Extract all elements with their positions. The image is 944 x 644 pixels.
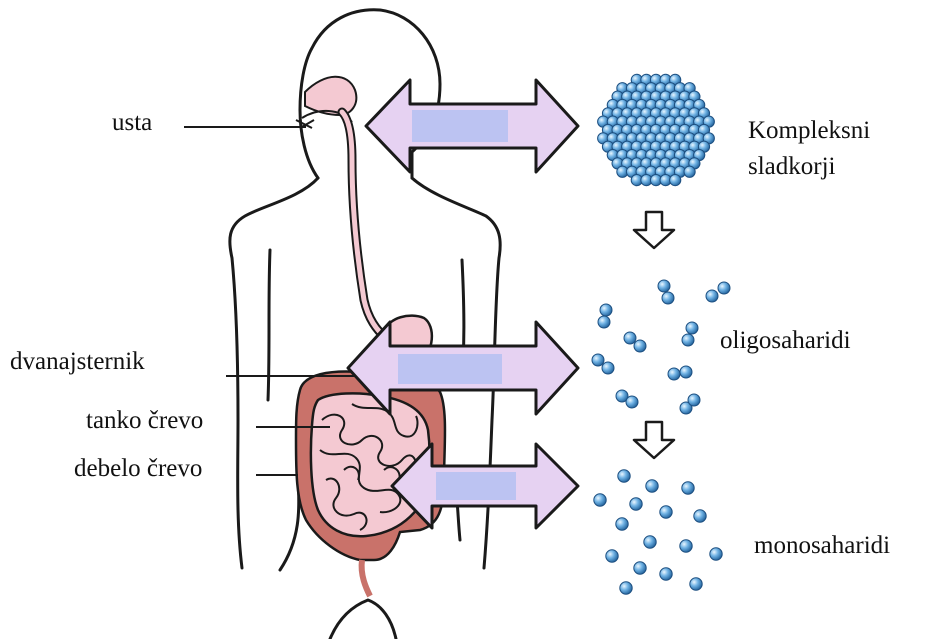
glucose-molecule-icon <box>624 332 636 344</box>
rectum <box>362 560 370 596</box>
glucose-molecule-icon <box>606 550 618 562</box>
down-arrow-icon <box>634 212 674 248</box>
label-oligosaharidi: oligosaharidi <box>720 325 851 356</box>
glucose-molecule-icon <box>688 394 700 406</box>
double-arrow-1 <box>366 80 578 172</box>
glucose-molecule-icon <box>694 510 706 522</box>
esophagus <box>342 112 388 340</box>
glucose-molecule-icon <box>718 282 730 294</box>
glucose-molecule-icon <box>630 498 642 510</box>
glucose-molecule-icon <box>706 290 718 302</box>
down-arrow-icon <box>634 422 674 458</box>
legs-outline <box>330 600 396 639</box>
left-inner-arm <box>268 250 270 400</box>
glucose-molecule-icon <box>634 562 646 574</box>
glucose-molecule-icon <box>690 578 702 590</box>
complex-sugar-cluster <box>598 74 715 185</box>
glucose-molecule-icon <box>644 536 656 548</box>
label-dvanajsternik: dvanajsternik <box>10 346 145 377</box>
glucose-molecule-icon <box>594 494 606 506</box>
glucose-molecule-icon <box>620 582 632 594</box>
glucose-molecule-icon <box>600 304 612 316</box>
glucose-molecule-icon <box>602 362 614 374</box>
double-arrow-3 <box>392 444 578 528</box>
glucose-molecule-icon <box>658 280 670 292</box>
glucose-molecule-icon <box>618 470 630 482</box>
monosaccharide-cluster <box>594 470 722 594</box>
label-tanko-crevo: tanko črevo <box>86 405 203 436</box>
label-kompleksni-sladkorji: Kompleksni sladkorji <box>748 113 870 186</box>
glucose-molecule-icon <box>684 166 695 177</box>
glucose-molecule-icon <box>668 368 680 380</box>
glucose-molecule-icon <box>598 316 610 328</box>
glucose-molecule-icon <box>680 540 692 552</box>
label-debelo-crevo: debelo črevo <box>74 453 202 484</box>
label-usta: usta <box>112 107 152 138</box>
glucose-molecule-icon <box>646 480 658 492</box>
glucose-molecule-icon <box>670 175 681 186</box>
glucose-molecule-icon <box>686 322 698 334</box>
glucose-molecule-icon <box>680 366 692 378</box>
glucose-molecule-icon <box>662 292 674 304</box>
glucose-molecule-icon <box>682 482 694 494</box>
glucose-molecule-icon <box>634 340 646 352</box>
glucose-molecule-icon <box>616 518 628 530</box>
glucose-molecule-icon <box>710 548 722 560</box>
glucose-molecule-icon <box>626 396 638 408</box>
label-monosaharidi: monosaharidi <box>754 530 890 561</box>
glucose-molecule-icon <box>682 334 694 346</box>
glucose-molecule-icon <box>592 354 604 366</box>
oligosaccharide-cluster <box>592 280 730 414</box>
label-kompleksni-line1: Kompleksni <box>748 113 870 149</box>
label-kompleksni-line2: sladkorji <box>748 149 870 185</box>
glucose-molecule-icon <box>660 568 672 580</box>
left-hip <box>280 480 299 570</box>
glucose-molecule-icon <box>660 506 672 518</box>
